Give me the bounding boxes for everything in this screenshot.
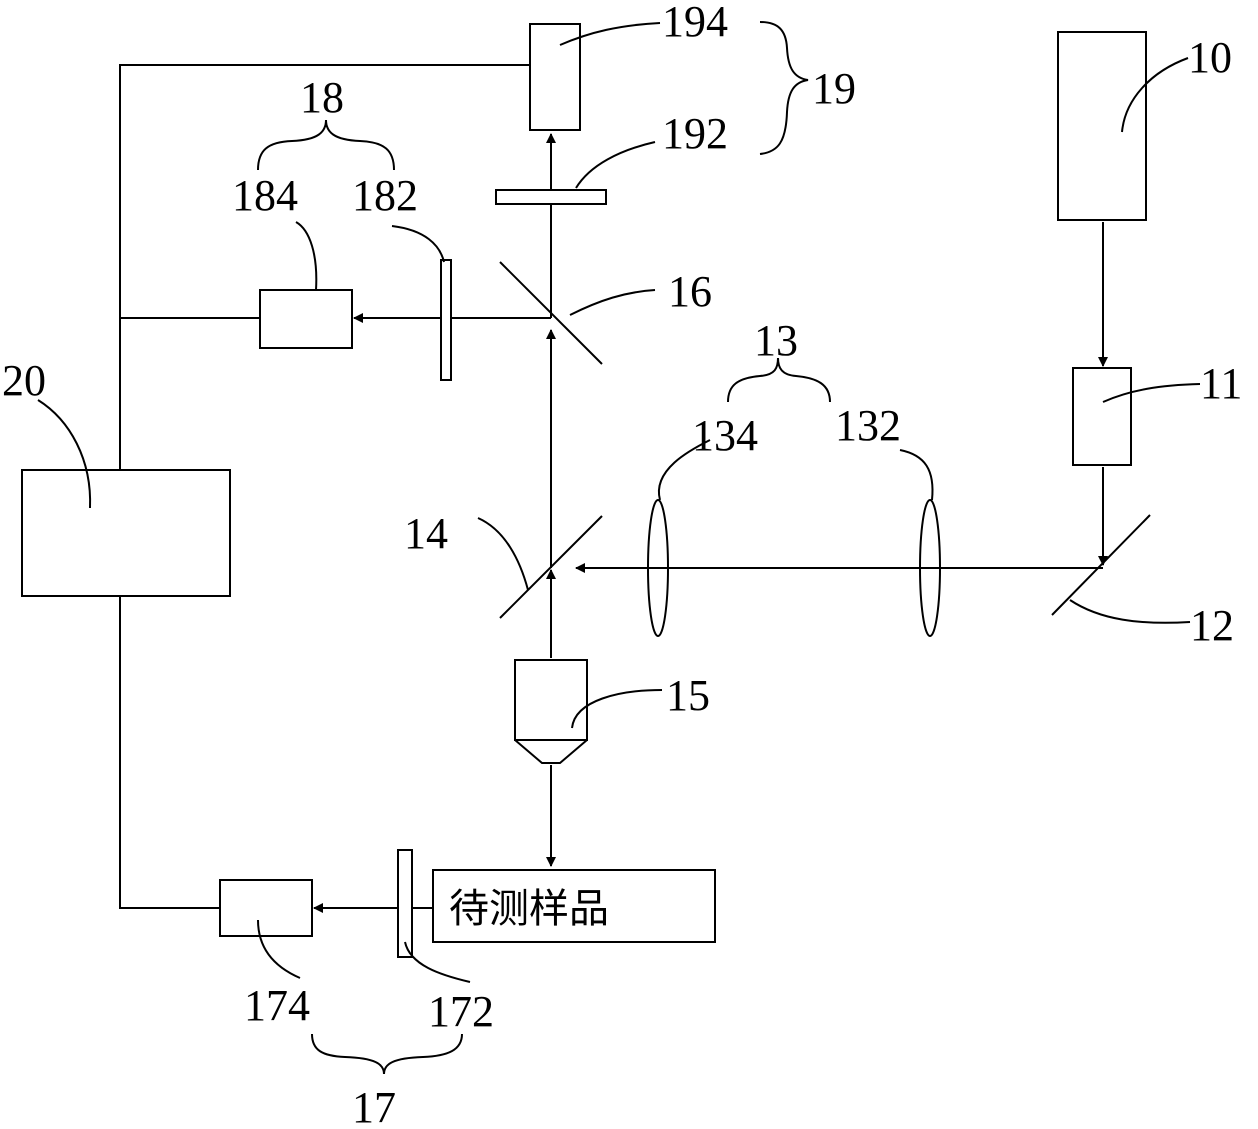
sample: 待测样品 (433, 870, 715, 942)
label-filter-left: 182 (352, 171, 418, 220)
label-det-group-left: 18 (300, 73, 344, 122)
label-objective: 15 (666, 671, 710, 720)
label-filter-top: 192 (662, 109, 728, 158)
filter-192 (496, 190, 606, 204)
label-detector-left: 184 (232, 171, 298, 220)
label-mirror: 12 (1190, 601, 1234, 650)
mirror-12: 12 (1052, 515, 1234, 650)
label-det-group-top: 19 (812, 64, 856, 113)
label-lens-near: 134 (692, 411, 758, 460)
modulator-11: 11 (1073, 359, 1242, 465)
dichroic-14: 14 (404, 509, 602, 618)
label-controller: 20 (2, 356, 46, 405)
label-dichroic: 14 (404, 509, 448, 558)
label-lens-far: 132 (835, 401, 901, 450)
label-detector-top: 194 (662, 0, 728, 46)
label-lens-group: 13 (754, 316, 798, 365)
detector-group-18: 182 184 18 (232, 73, 451, 380)
filter-172 (398, 850, 412, 957)
label-modulator: 11 (1200, 359, 1242, 408)
label-det-group-bottom: 17 (352, 1083, 396, 1129)
label-splitter: 16 (668, 267, 712, 316)
detector-174 (220, 880, 312, 936)
filter-182 (441, 260, 451, 380)
controller-20: 20 (2, 356, 230, 596)
label-laser: 10 (1188, 33, 1232, 82)
label-detector-bottom: 174 (244, 981, 310, 1030)
objective-15: 15 (515, 660, 710, 763)
detector-184 (260, 290, 352, 348)
sample-label: 待测样品 (449, 886, 609, 932)
splitter-16: 16 (500, 262, 712, 364)
lens-group-13: 134 132 13 (648, 316, 940, 636)
label-filter-bottom: 172 (428, 987, 494, 1036)
laser-10: 10 (1058, 32, 1232, 220)
